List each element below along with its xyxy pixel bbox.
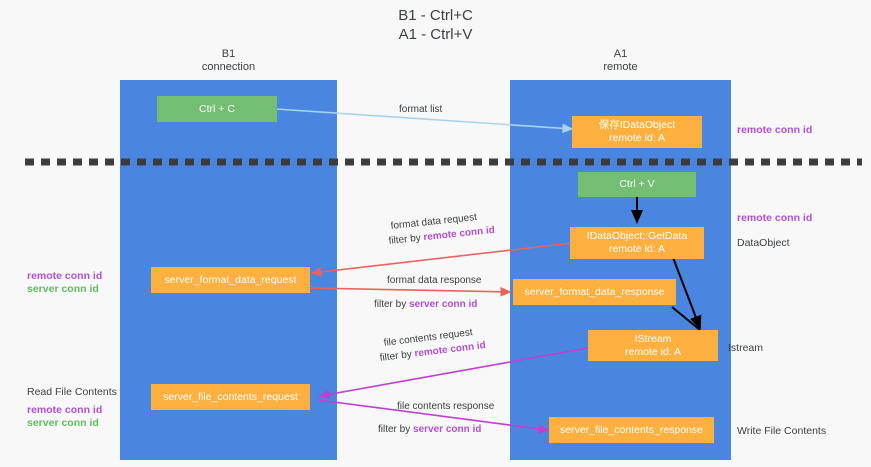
node-server-file-contents-request[interactable]: server_file_contents_request <box>151 384 310 410</box>
annotation-left-conn-remote: remote conn id <box>27 270 103 282</box>
annotation-right-mid-conn: remote conn id <box>737 212 813 224</box>
filter-value-server-conn-id: server conn id <box>409 299 478 310</box>
annotation-right-dataobject: DataObject <box>737 237 790 249</box>
node-idataobject-remote[interactable]: 保存IDataObject remote id: A <box>572 116 702 148</box>
node-server-format-data-response[interactable]: server_format_data_response <box>513 279 676 305</box>
annotation-left-conn-server: server conn id <box>27 283 99 295</box>
annotation-left-conn-server-2: server conn id <box>27 417 99 429</box>
lane-header-b1: B1 connection <box>201 48 256 73</box>
page-title: B1 - Ctrl+C A1 - Ctrl+V <box>398 7 473 43</box>
edge-label-file-contents-response-filter: filter by server conn id <box>378 423 481 436</box>
edge-label-format-data-response-filter: filter by server conn id <box>374 298 477 311</box>
filter-prefix: filter by <box>374 299 410 310</box>
filter-value-server-conn-id: server conn id <box>413 424 482 435</box>
edge-label-format-list: format list <box>399 104 443 115</box>
node-ctrl-v[interactable]: Ctrl + V <box>578 172 696 197</box>
edge-label-file-contents-response: file contents response <box>397 401 495 412</box>
annotation-left-conn-remote-2: remote conn id <box>27 404 103 416</box>
annotation-right-top-conn: remote conn id <box>737 124 813 136</box>
annotation-right-istream: Istream <box>728 342 764 354</box>
node-server-format-data-request[interactable]: server_format_data_request <box>151 267 310 293</box>
filter-prefix: filter by <box>379 348 416 364</box>
filter-prefix: filter by <box>378 424 414 435</box>
edge-label-format-data-response: format data response <box>387 275 482 286</box>
annotation-left-read-file: Read File Contents <box>27 386 117 398</box>
node-istream-remote[interactable]: IStream remote id: A <box>588 330 718 361</box>
annotation-right-write-file: Write File Contents <box>737 425 827 437</box>
node-ctrl-c[interactable]: Ctrl + C <box>157 96 277 122</box>
node-idataobject-getdata[interactable]: IDataObject::GetData remote id: A <box>570 227 704 259</box>
lane-header-a1: A1 remote <box>603 48 638 73</box>
arrow-format-data-response <box>309 287 512 297</box>
node-server-file-contents-response[interactable]: server_file_contents_response <box>549 417 714 443</box>
filter-prefix: filter by <box>388 232 425 247</box>
